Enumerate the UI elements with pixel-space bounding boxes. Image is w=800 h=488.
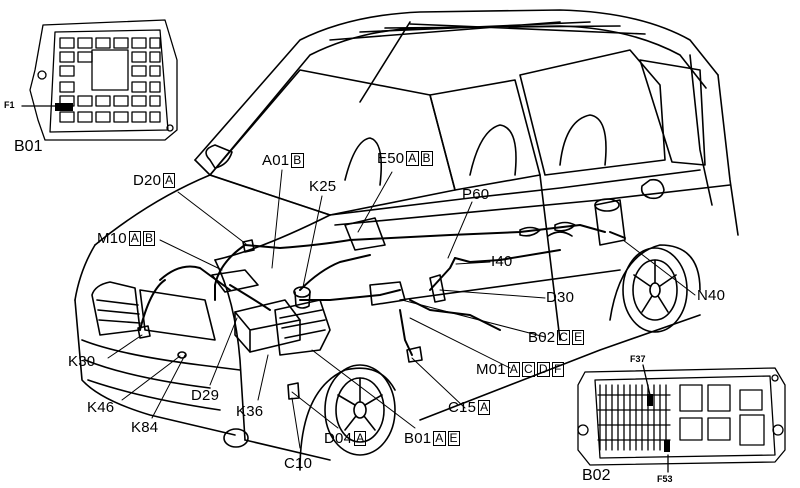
components (137, 198, 626, 400)
label-m01-tag-3: D (536, 362, 550, 377)
label-m10-tag-2: B (143, 231, 156, 246)
label-a01-tag-1: B (291, 153, 304, 168)
label-c15-tag-1: A (478, 400, 491, 415)
label-p60-code: P60 (462, 186, 490, 203)
label-b02-tag-2: E (572, 330, 585, 345)
label-d29-code: D29 (191, 387, 220, 404)
label-m01-tag-4: F (551, 362, 564, 377)
label-k25: K25 (309, 178, 336, 195)
inset-b02-label: B02 (582, 467, 611, 484)
fuse-f53-label: F53 (657, 474, 673, 484)
label-n40-code: N40 (697, 287, 726, 304)
label-b01-tag-2: E (447, 431, 460, 446)
label-b02-tag-1: C (557, 330, 571, 345)
label-b02-code: B02 (528, 329, 556, 346)
label-i40: I40 (491, 253, 512, 270)
label-d04-code: D04 (324, 430, 353, 447)
label-k46: K46 (87, 399, 114, 416)
fuse-f37-highlight (647, 394, 653, 406)
label-c10: C10 (284, 455, 312, 472)
label-b01-code: B01 (404, 430, 432, 447)
label-k46-code: K46 (87, 399, 115, 416)
label-a01-code: A01 (262, 152, 290, 169)
label-b01-tag-1: A (433, 431, 446, 446)
label-e50-tag-2: B (420, 151, 433, 166)
label-k25-code: K25 (309, 178, 337, 195)
label-e50-code: E50 (377, 150, 405, 167)
label-k30: K30 (68, 353, 95, 370)
label-k84: K84 (131, 419, 158, 436)
inset-b01-fuse-box (21, 19, 178, 141)
label-m10-tag-1: A (128, 231, 141, 246)
label-k30-code: K30 (68, 353, 96, 370)
label-c10-code: C10 (284, 455, 313, 472)
label-d04-tag-1: A (354, 431, 367, 446)
fuse-f1-highlight (55, 103, 73, 111)
label-d30: D30 (546, 289, 574, 306)
inset-b02-fuse-box (577, 364, 786, 473)
front-wheel (299, 364, 396, 471)
vehicle-body (74, 9, 739, 461)
rear-wheel (609, 244, 701, 333)
fuse-f1-label: F1 (4, 100, 15, 110)
label-m01-code: M01 (476, 361, 506, 378)
label-d20-tag-1: A (163, 173, 176, 188)
fuse-f53-highlight (664, 440, 670, 452)
label-n40: N40 (697, 287, 725, 304)
label-k36: K36 (236, 403, 263, 420)
label-c15-code: C15 (448, 399, 477, 416)
label-d20-code: D20 (133, 172, 162, 189)
label-e50-tag-1: A (406, 151, 419, 166)
fuse-f37-label: F37 (630, 354, 646, 364)
label-m01-tag-1: A (507, 362, 520, 377)
label-p60: P60 (462, 186, 489, 203)
label-k84-code: K84 (131, 419, 159, 436)
label-m10-code: M10 (97, 230, 127, 247)
label-m01-tag-2: C (522, 362, 535, 377)
label-k36-code: K36 (236, 403, 264, 420)
leader-lines (107, 169, 696, 449)
label-d29: D29 (191, 387, 219, 404)
inset-b01-label: B01 (14, 138, 43, 155)
label-d30-code: D30 (546, 289, 575, 306)
label-i40-code: I40 (491, 253, 513, 270)
